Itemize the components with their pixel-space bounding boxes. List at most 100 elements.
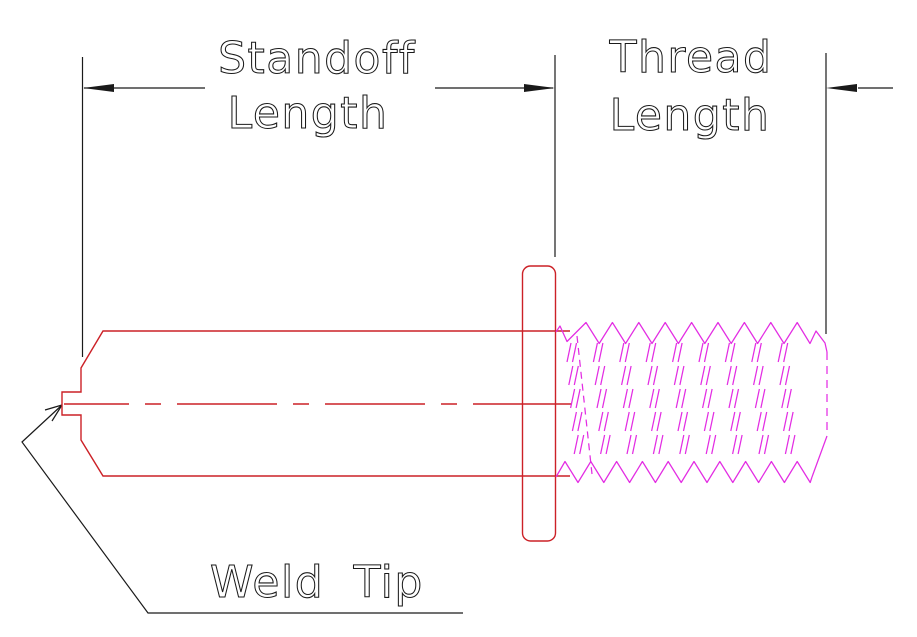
thread-flank-dash	[677, 411, 683, 432]
thread-flank-dash	[620, 365, 627, 386]
thread-flank-dash	[698, 342, 704, 363]
thread-flank-dash	[566, 342, 572, 363]
thread-flank-dash	[619, 342, 625, 363]
thread-flank-dash	[781, 388, 787, 409]
leader-line	[21, 404, 463, 614]
thread-crest-top	[555, 321, 828, 353]
thread-length-label-line2: Length	[610, 90, 771, 141]
thread-flank-dash	[701, 388, 708, 409]
thread-flank-dash	[671, 342, 678, 363]
thread-flank-dash	[650, 411, 657, 432]
thread-length-label-line1: Thread	[609, 32, 773, 83]
thread-flank-dash	[752, 365, 759, 386]
thread-flank-dash	[682, 411, 689, 432]
thread-flank-dash	[654, 388, 660, 409]
dimension-arrowheads	[83, 84, 857, 92]
thread-flank-dash	[779, 365, 785, 386]
thread-flank-dash	[711, 434, 717, 455]
thread-flank-dash	[703, 411, 710, 432]
thread-flank-dash	[681, 388, 687, 409]
thread-flank-dash	[647, 365, 653, 386]
thread-flank-dash	[658, 434, 664, 455]
thread-flank-dash	[754, 388, 761, 409]
thread-flank-dash	[730, 411, 736, 432]
thread-flank-dash	[573, 365, 579, 386]
thread-flank-dash	[756, 411, 762, 432]
arrowhead-thread-end-icon	[826, 84, 857, 92]
stud-outline	[61, 330, 570, 477]
thread-flank-dash	[724, 342, 731, 363]
thread-flank-dash	[733, 388, 740, 409]
thread-flank-dash	[579, 434, 585, 455]
thread-flank-dash	[732, 365, 738, 386]
thread-flank-dash	[603, 411, 609, 432]
thread-flank-dash	[700, 365, 706, 386]
thread-end-face	[811, 435, 828, 478]
weld-tip-leader	[21, 404, 463, 614]
arrowhead-thread-start-icon	[524, 84, 555, 92]
thread-flank-dash	[783, 342, 789, 363]
thread-flank-dash	[756, 342, 762, 363]
thread-flank-dash	[758, 365, 764, 386]
thread-flank-dash	[675, 388, 681, 409]
thread-flank-dash	[651, 342, 657, 363]
thread-flank-dash	[786, 388, 792, 409]
flange	[521, 265, 557, 542]
thread-flank-dash	[568, 365, 574, 386]
thread-flank-dash	[605, 434, 611, 455]
thread-flank-dash	[571, 342, 578, 363]
thread-flank-dash	[677, 342, 683, 363]
thread-flank-dash	[735, 411, 741, 432]
leader-arrowhead-icon	[51, 404, 63, 422]
thread-flank-dash	[731, 434, 738, 455]
standoff-length-label-line1: Standoff	[218, 33, 416, 84]
thread-flank-dash	[763, 434, 770, 455]
thread-flank-dash	[726, 365, 732, 386]
thread-flank-dash	[784, 434, 791, 455]
thread-flank-dash	[626, 434, 632, 455]
thread-flank-dash	[679, 365, 685, 386]
thread-flank-dash	[594, 365, 600, 386]
thread-flank-dash	[652, 434, 659, 455]
thread-flank-dash	[728, 388, 734, 409]
labels: Standoff Length Thread Length Weld Tip	[209, 31, 773, 608]
thread-flank-dash	[622, 388, 629, 409]
thread-flank-dash	[649, 388, 655, 409]
thread-flank-dash	[592, 342, 599, 363]
thread-flank-dash	[645, 342, 651, 363]
thread-flank-dash	[673, 365, 680, 386]
thread-flank-dash	[762, 411, 768, 432]
thread-flank-dash	[575, 388, 581, 409]
dimension-lines	[81, 53, 893, 357]
thread-flank-dash	[705, 365, 711, 386]
thread-flank-dash	[598, 342, 604, 363]
threads	[555, 321, 828, 484]
arrowhead-standoff-left-icon	[83, 84, 114, 92]
thread-flank-dash	[624, 411, 630, 432]
thread-flank-dash	[656, 411, 662, 432]
leader-arrowhead-icon	[44, 404, 63, 411]
thread-flank-dash	[596, 388, 602, 409]
thread-flank-dash	[652, 365, 659, 386]
thread-flank-dash	[600, 365, 606, 386]
thread-flank-dash	[703, 342, 710, 363]
thread-flank-dash	[628, 388, 634, 409]
thread-flank-dash	[573, 434, 579, 455]
thread-flank-dash	[571, 411, 578, 432]
thread-flank-dash	[751, 342, 757, 363]
thread-crest-bottom	[555, 460, 813, 484]
thread-flank-dash	[758, 434, 764, 455]
stud-body	[61, 265, 572, 542]
thread-flank-dash	[790, 434, 796, 455]
thread-flank-dash	[782, 411, 789, 432]
thread-flank-dash	[577, 411, 583, 432]
thread-flank-dash	[788, 411, 794, 432]
thread-flank-dash	[684, 434, 690, 455]
thread-flank-dash	[626, 365, 632, 386]
thread-flank-dash	[730, 342, 736, 363]
thread-flank-dash	[630, 411, 636, 432]
thread-flank-dash	[737, 434, 743, 455]
thread-flank-dash	[569, 388, 576, 409]
